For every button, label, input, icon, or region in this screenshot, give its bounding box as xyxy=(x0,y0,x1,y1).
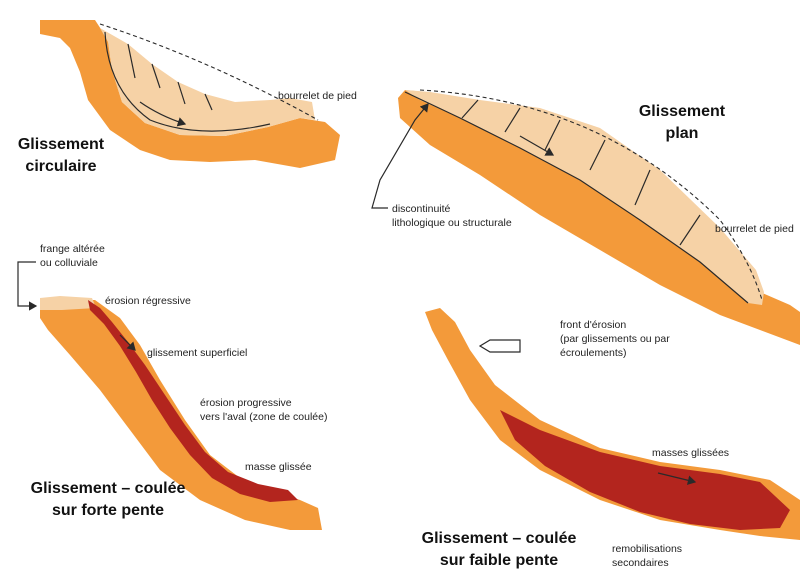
circular-title-line2: circulaire xyxy=(25,158,96,175)
plan-discontinuite-label-2: lithologique ou structurale xyxy=(392,217,512,229)
panel-circular: bourrelet de pied Glissement circulaire xyxy=(18,20,357,175)
steep-frange-label-2: ou colluviale xyxy=(40,257,98,269)
circular-title-line1: Glissement xyxy=(18,136,105,153)
circular-bourrelet-label: bourrelet de pied xyxy=(278,90,357,102)
gentle-front-label-2: (par glissements ou par xyxy=(560,333,670,345)
gentle-remob-label-2: secondaires xyxy=(612,557,669,569)
steep-title-line2: sur forte pente xyxy=(52,502,164,519)
gentle-title-line1: Glissement – coulée xyxy=(422,530,577,547)
steep-prog-label-1: érosion progressive xyxy=(200,397,292,409)
panel-steep: frange altérée ou colluviale érosion rég… xyxy=(18,243,328,530)
steep-frange-bracket xyxy=(18,262,36,306)
gentle-front-label-3: écroulements) xyxy=(560,347,627,359)
steep-prog-label-2: vers l'aval (zone de coulée) xyxy=(200,411,328,423)
steep-masse-label: masse glissée xyxy=(245,461,312,473)
steep-title-line1: Glissement – coulée xyxy=(31,480,186,497)
steep-weathered-fringe xyxy=(40,296,96,310)
steep-superficiel-label: glissement superficiel xyxy=(147,347,247,359)
plan-title-line2: plan xyxy=(666,125,699,142)
gentle-front-arrow xyxy=(480,340,520,352)
panel-gentle: front d'érosion (par glissements ou par … xyxy=(422,308,800,569)
gentle-masses-label: masses glissées xyxy=(652,447,729,459)
plan-title-line1: Glissement xyxy=(639,103,726,120)
steep-erosion-reg-label: érosion régressive xyxy=(105,295,191,307)
steep-frange-label-1: frange altérée xyxy=(40,243,105,255)
gentle-remob-label-1: remobilisations xyxy=(612,543,682,555)
gentle-front-label-1: front d'érosion xyxy=(560,319,626,331)
panel-plan: Glissement plan discontinuité lithologiq… xyxy=(372,90,800,345)
gentle-title-line2: sur faible pente xyxy=(440,552,558,569)
plan-bourrelet-label: bourrelet de pied xyxy=(715,223,794,235)
plan-discontinuite-label-1: discontinuité xyxy=(392,203,451,215)
